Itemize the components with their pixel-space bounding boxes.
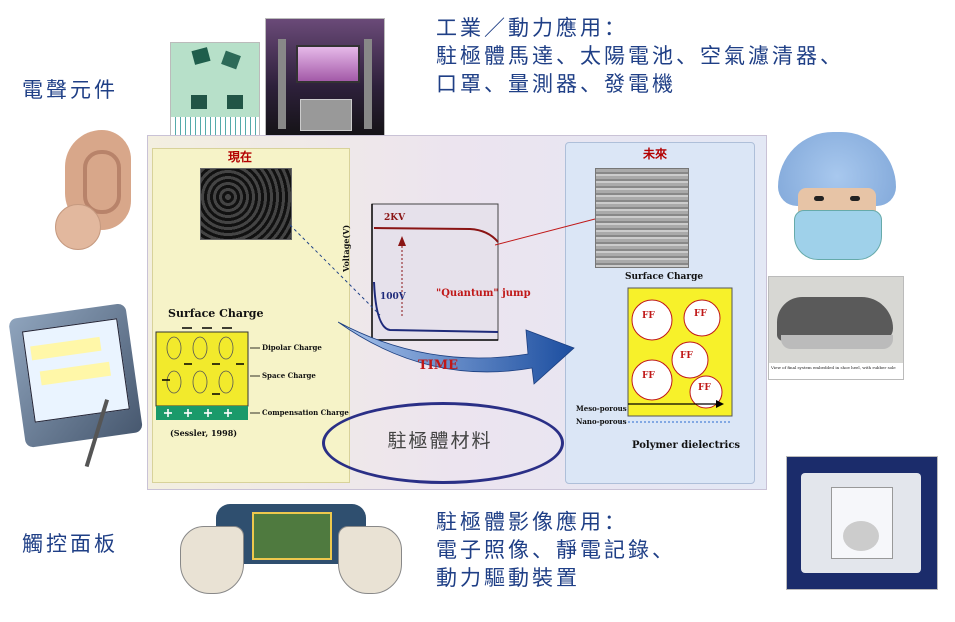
electroacoustic-caption: 電聲元件 — [22, 78, 118, 102]
nano-porous-label: Nano-porous — [576, 417, 627, 426]
caption-line: 駐極體馬達、太陽電池、空氣濾清器、 — [436, 44, 844, 68]
electret-material-ellipse — [322, 402, 564, 484]
industrial-applications-caption: 工業／動力應用： 駐極體馬達、太陽電池、空氣濾清器、 口罩、量測器、發電機 — [436, 14, 844, 98]
svg-text:FF: FF — [642, 311, 655, 321]
quantum-jump-label: "Quantum" jump — [436, 288, 531, 299]
time-arrow — [338, 321, 575, 385]
dipolar-charge-label: Dipolar Charge — [262, 343, 322, 352]
svg-text:FF: FF — [694, 309, 707, 319]
citation-label: (Sessler, 1998) — [170, 428, 238, 438]
touch-panel-caption: 觸控面板 — [22, 532, 118, 556]
present-sem-image — [200, 168, 292, 240]
electret-components-photo — [170, 42, 260, 146]
time-label: TIME — [418, 358, 459, 373]
flexible-display-device-photo — [180, 498, 402, 602]
ear-hearing-aid-photo — [55, 130, 135, 250]
touch-tablet-photo — [8, 302, 152, 468]
charge-diagram — [155, 327, 260, 420]
future-header: 未來 — [642, 147, 667, 161]
space-charge-label: Space Charge — [262, 371, 316, 380]
caption-line: 動力驅動裝置 — [436, 566, 580, 590]
imaging-applications-caption: 駐極體影像應用： 電子照像、靜電記錄、 動力驅動裝置 — [436, 508, 676, 592]
present-header: 現在 — [227, 150, 252, 164]
svg-text:FF: FF — [680, 351, 693, 361]
meso-porous-label: Meso-porous — [576, 404, 627, 413]
caption-line: 電子照像、靜電記錄、 — [436, 538, 676, 562]
level-high-label: 2KV — [384, 213, 406, 223]
electret-material-label: 駐極體材料 — [387, 430, 493, 452]
porous-polymer-diagram: FF FF FF FF FF — [620, 287, 733, 423]
svg-text:FF: FF — [698, 383, 711, 393]
actuator-device-photo — [786, 456, 938, 590]
right-surface-charge-label: Surface Charge — [625, 272, 704, 282]
face-mask-photo — [778, 132, 896, 272]
caption-line: 口罩、量測器、發電機 — [436, 72, 676, 96]
voltage-decay-chart — [371, 203, 499, 341]
compensation-charge-label: Compensation Charge — [262, 408, 349, 417]
level-low-label: 100V — [380, 292, 406, 302]
future-sem-image — [595, 168, 689, 268]
shoe-energy-harvester-photo: View of final system embedded in shoe he… — [768, 276, 904, 380]
left-surface-charge-label: Surface Charge — [168, 307, 264, 320]
shoe-photo-caption: View of final system embedded in shoe he… — [771, 365, 896, 370]
future-connector-line — [495, 218, 596, 246]
svg-text:FF: FF — [642, 371, 655, 381]
caption-line: 駐極體影像應用： — [436, 510, 628, 534]
home-theater-photo — [265, 18, 385, 144]
caption-line: 工業／動力應用： — [436, 16, 628, 40]
polymer-dielectrics-label: Polymer dielectrics — [632, 440, 741, 451]
